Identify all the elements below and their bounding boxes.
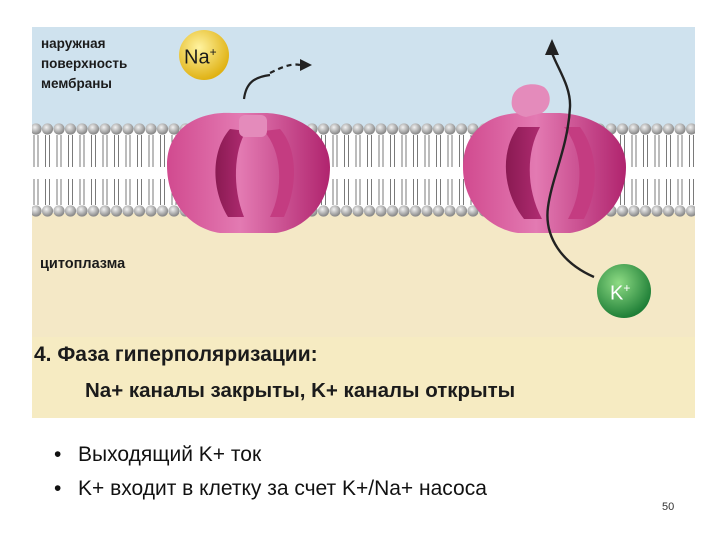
lipid-head <box>156 123 169 135</box>
lipid-head <box>409 123 422 135</box>
lipid-head <box>467 205 479 217</box>
na-ion-charge: + <box>209 45 217 59</box>
lipid-head <box>616 123 629 135</box>
lipid-head <box>352 205 364 217</box>
na-ion <box>179 30 229 80</box>
page-number: 50 <box>662 501 675 513</box>
lipid-head <box>685 205 695 217</box>
lipid-head <box>386 205 399 217</box>
lipid-head <box>375 205 387 217</box>
k-ion-charge: + <box>623 281 631 295</box>
bullet-item: Выходящий K+ ток <box>54 438 487 472</box>
lipid-head <box>651 205 663 217</box>
na-dashed-arrow <box>269 63 301 74</box>
lipid-head <box>398 205 410 217</box>
lipid-head <box>432 205 445 217</box>
na-ion-name: Na <box>184 46 210 69</box>
lipid-head <box>145 205 157 217</box>
lipid-head <box>375 123 387 135</box>
phase-title: 4. Фаза гиперполяризации: <box>34 343 318 366</box>
lipid-head <box>32 123 42 135</box>
k-ion-label: K+ <box>610 282 630 304</box>
lipid-head <box>398 123 410 135</box>
lipid-head <box>421 123 433 135</box>
lipid-head <box>53 123 65 135</box>
k-channel-open <box>463 84 626 233</box>
bullet-list: Выходящий K+ ток K+ входит в клетку за с… <box>54 438 487 506</box>
k-ion <box>597 264 651 318</box>
lipid-head <box>317 123 330 135</box>
na-arrow <box>242 73 271 100</box>
lipid-head <box>41 123 54 135</box>
lipid-head <box>340 205 353 217</box>
lipid-head <box>674 123 686 135</box>
lipid-head <box>99 205 111 217</box>
lipid-head <box>444 205 456 217</box>
lipid-head <box>674 205 686 217</box>
lipid-head <box>41 205 54 217</box>
lipid-head <box>53 205 65 217</box>
k-arrow-head <box>545 39 559 55</box>
lipid-head <box>122 205 134 217</box>
lipid-head <box>32 205 42 217</box>
na-channel-closed <box>167 112 330 233</box>
lipid-head <box>386 123 399 135</box>
lipid-head <box>99 123 111 135</box>
lipid-head <box>156 205 169 217</box>
lipid-head <box>363 205 376 217</box>
na-ion-label: Na+ <box>184 46 217 68</box>
outer-surface-label: наружная поверхность мембраны <box>35 30 155 98</box>
k-efflux-arrow <box>546 52 595 279</box>
lipid-head <box>685 123 695 135</box>
lipid-head <box>110 123 123 135</box>
lipid-head <box>432 123 445 135</box>
lipid-head <box>651 123 663 135</box>
lipid-head <box>444 123 456 135</box>
phase-caption: 4. Фаза гиперполяризации: Na+ каналы зак… <box>32 337 695 418</box>
lipid-head <box>133 205 146 217</box>
lipid-head <box>87 205 100 217</box>
lipid-head <box>352 123 364 135</box>
figure-drawing <box>32 27 695 343</box>
phase-subtitle: Na+ каналы закрыты, K+ каналы открыты <box>85 379 516 402</box>
lipid-head <box>87 123 100 135</box>
lipid-head <box>110 205 123 217</box>
lipid-head <box>145 123 157 135</box>
lipid-head <box>168 205 180 217</box>
outer-label-line-1: наружная <box>41 36 106 51</box>
lipid-head <box>421 205 433 217</box>
lipid-head <box>409 205 422 217</box>
outer-label-line-3: мембраны <box>41 76 112 91</box>
lipid-head <box>639 205 652 217</box>
ion-channel-figure: наружная поверхность мембраны цитоплазма… <box>32 27 695 418</box>
lipid-head <box>628 123 640 135</box>
lipid-head <box>662 123 675 135</box>
lipid-head <box>64 205 77 217</box>
lipid-head <box>317 205 330 217</box>
lipid-head <box>455 205 468 217</box>
lipid-head <box>168 123 180 135</box>
na-arrow-head <box>300 59 312 71</box>
bullet-item: K+ входит в клетку за счет K+/Na+ насоса <box>54 472 487 506</box>
k-ion-name: K <box>610 282 624 305</box>
lipid-head <box>340 123 353 135</box>
lipid-head <box>639 123 652 135</box>
lipid-head <box>76 123 88 135</box>
lipid-head <box>64 123 77 135</box>
lipid-head <box>363 123 376 135</box>
lipid-head <box>616 205 629 217</box>
lipid-head <box>455 123 468 135</box>
lipid-head <box>628 205 640 217</box>
lipid-head <box>662 205 675 217</box>
lipid-head <box>329 123 341 135</box>
lipid-head <box>122 123 134 135</box>
lipid-head <box>76 205 88 217</box>
lipid-head <box>133 123 146 135</box>
cytoplasm-label: цитоплазма <box>35 253 166 345</box>
outer-label-line-2: поверхность <box>41 56 128 71</box>
lipid-head <box>329 205 341 217</box>
